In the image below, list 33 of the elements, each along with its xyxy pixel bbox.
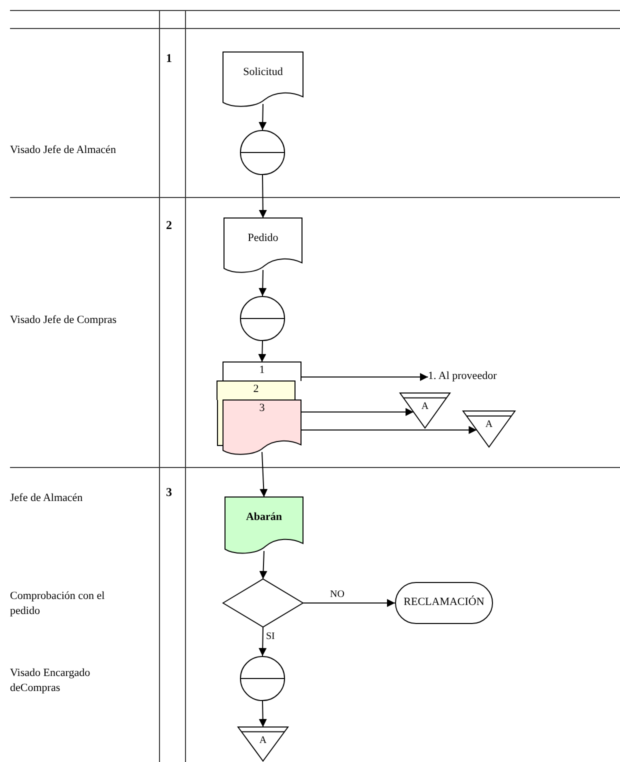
arrow <box>302 599 396 607</box>
arrow <box>258 270 267 296</box>
document-shape: 3 <box>223 400 301 456</box>
storage-triangle: A <box>238 727 288 761</box>
document-shape: Pedido <box>224 218 302 274</box>
signature-circle <box>240 656 285 701</box>
arrow <box>300 373 428 381</box>
role-label: Visado Jefe de Compras <box>10 313 118 328</box>
arrow <box>258 174 267 218</box>
role-label: Visado Jefe de Almacén <box>10 143 117 158</box>
destination-text: 1. Al proveedor <box>428 369 528 385</box>
step-number: 2 <box>166 217 172 234</box>
storage-triangle: A <box>400 393 450 428</box>
storage-triangle: A <box>463 411 515 447</box>
arrow <box>258 104 267 130</box>
arrow <box>258 700 267 728</box>
role-label: Visado Encargado deCompras <box>10 666 92 696</box>
signature-circle <box>240 296 285 341</box>
signature-circle <box>240 130 285 175</box>
arrow <box>258 340 266 362</box>
step-number: 3 <box>166 484 172 500</box>
decision-diamond <box>223 579 303 627</box>
arrow <box>258 626 267 656</box>
arrow <box>260 452 268 498</box>
arrow <box>300 426 478 434</box>
role-label: Jefe de Almacén <box>10 491 84 506</box>
step-number: 1 <box>166 50 172 66</box>
role-label: Comprobación con el pedido <box>10 589 106 619</box>
arrow <box>259 550 268 580</box>
arrow <box>300 408 414 416</box>
document-shape: Abarán <box>225 497 303 555</box>
terminal-shape: RECLAMACIÓN <box>395 582 493 624</box>
document-shape: Solicitud <box>223 52 303 108</box>
